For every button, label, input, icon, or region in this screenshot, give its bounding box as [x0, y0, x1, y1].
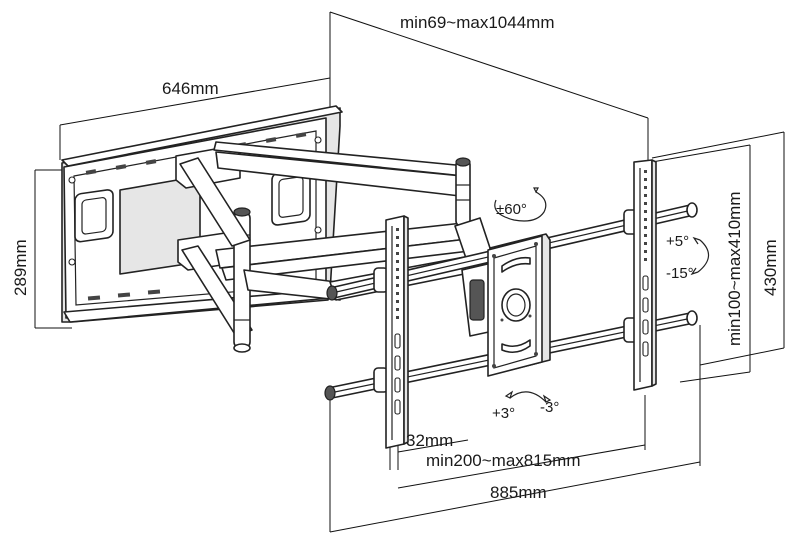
mount-head-plate: [487, 233, 551, 377]
bracket-hole: [396, 252, 399, 255]
vesa-horizontal-label: min200~max815mm: [426, 451, 581, 470]
bracket-hole: [396, 228, 399, 231]
bracket-slot: [642, 297, 649, 313]
bracket-hole: [396, 292, 399, 295]
bracket-slot: [642, 275, 649, 291]
bracket-hole: [644, 218, 647, 221]
bracket-slot: [394, 355, 401, 371]
tilt-up-label: +5°: [666, 233, 690, 250]
bracket-hole: [644, 210, 647, 213]
bracket-hole: [644, 258, 647, 261]
bracket-hole: [396, 284, 399, 287]
bracket-hole: [644, 170, 647, 173]
dimension-lines: [34, 11, 785, 533]
bracket-hole: [396, 236, 399, 239]
bracket-hole: [644, 250, 647, 253]
level-plus-label: +3°: [492, 405, 516, 422]
overall-width-label: 885mm: [490, 483, 547, 502]
rotation-arrows: [494, 187, 710, 403]
bracket-hole: [644, 178, 647, 181]
bracket-hole: [396, 260, 399, 263]
bracket-slot: [394, 377, 401, 393]
bracket-hole: [396, 300, 399, 303]
swivel-angle-label: ±60°: [496, 201, 527, 218]
bracket-hole: [396, 308, 399, 311]
bracket-hole: [396, 276, 399, 279]
extension-label: min69~max1044mm: [400, 13, 555, 32]
bracket-hole: [644, 226, 647, 229]
bracket-offset-label: 32mm: [406, 431, 454, 450]
bracket-hole: [644, 194, 647, 197]
bracket-hole: [644, 186, 647, 189]
bracket-hole: [644, 234, 647, 237]
bracket-slot: [394, 399, 401, 415]
bracket-slot: [394, 333, 401, 349]
bracket-hole: [396, 316, 399, 319]
bracket-hole: [396, 244, 399, 247]
wall-plate-height-label: 289mm: [11, 239, 30, 296]
tilt-down-label: -15°: [666, 265, 694, 282]
bracket-hole: [644, 202, 647, 205]
bracket-hole: [644, 242, 647, 245]
bracket-hole: [396, 268, 399, 271]
vesa-vertical-label: min100~max410mm: [725, 191, 744, 347]
bracket-height-label: 430mm: [761, 239, 780, 296]
level-minus-label: -3°: [540, 399, 560, 416]
bracket-slot: [642, 341, 649, 357]
vertical-brackets: [385, 159, 657, 449]
bracket-slot: [642, 319, 649, 335]
wall-plate-width-label: 646mm: [162, 79, 219, 98]
